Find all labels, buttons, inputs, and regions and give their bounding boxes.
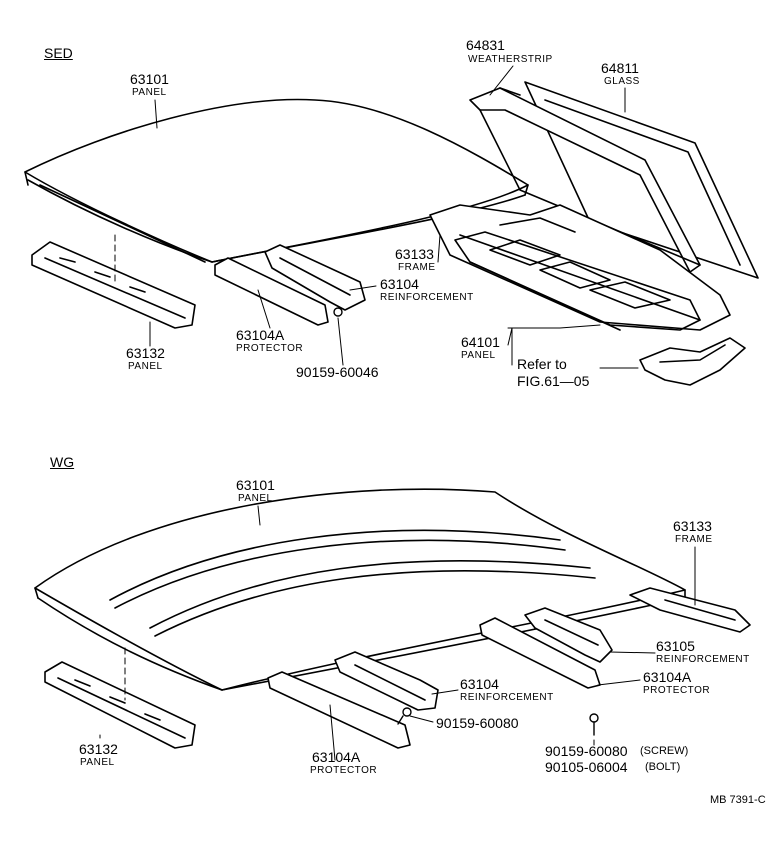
figure-code: MB 7391-C (710, 794, 766, 806)
wg-63101-number: 63101 (236, 477, 275, 493)
sed-63104-number: 63104 (380, 276, 419, 292)
wg-63132-name: PANEL (80, 757, 115, 768)
sed-panel-64101 (454, 231, 701, 331)
wg-63104A-left-number: 63104A (312, 749, 361, 765)
sed-63104-name: REINFORCEMENT (380, 292, 474, 303)
wg-63101-name: PANEL (238, 493, 273, 504)
wg-bolt-note: (BOLT) (645, 761, 681, 773)
section-title-wg: WG (50, 454, 75, 470)
sed-bolt-number: 90159-60046 (296, 364, 379, 380)
sed-64101-number: 64101 (461, 334, 500, 350)
wg-frame (629, 587, 751, 633)
sed-leaders (114, 65, 639, 369)
wg-reinforcement-63104 (334, 651, 439, 711)
wg-leaders (99, 505, 696, 761)
wg-63104A-right-number: 63104A (643, 669, 692, 685)
wg-63133-name: FRAME (675, 534, 713, 545)
sed-frame (429, 204, 731, 331)
wg-63132-number: 63132 (79, 741, 118, 757)
wg-roof-panel (34, 488, 686, 691)
sed-63133-number: 63133 (395, 246, 434, 262)
wg-bolt-number: 90105-06004 (545, 759, 628, 775)
sed-63101-number: 63101 (130, 71, 169, 87)
sed-bolt (333, 307, 343, 317)
sed-63132-name: PANEL (128, 361, 163, 372)
sed-panel-63132 (31, 241, 196, 329)
wg-63133-number: 63133 (673, 518, 712, 534)
sed-ref-part (639, 337, 746, 386)
sed-64831-name: WEATHERSTRIP (468, 54, 553, 65)
wg-63104A-right-name: PROTECTOR (643, 685, 711, 696)
wg-screw2-note: (SCREW) (640, 745, 689, 757)
wg-panel-63132 (44, 661, 196, 749)
wg-protector-left (267, 671, 411, 749)
wg-reinforcement-63105 (524, 607, 613, 663)
wg-screws (397, 707, 599, 736)
section-title-sed: SED (44, 45, 73, 61)
wg-screw1-number: 90159-60080 (436, 715, 519, 731)
sed-refer-line1: Refer to (517, 356, 567, 372)
sed-63101-name: PANEL (132, 87, 167, 98)
sed-63104A-number: 63104A (236, 327, 285, 343)
sed-63104A-name: PROTECTOR (236, 343, 304, 354)
sed-roof-panel (24, 98, 529, 263)
sed-63132-number: 63132 (126, 345, 165, 361)
wg-63104-number: 63104 (460, 676, 499, 692)
sed-protector (214, 257, 329, 326)
sed-64101-name: PANEL (461, 350, 496, 361)
sed-reinforcement (264, 244, 366, 311)
wg-63104A-left-name: PROTECTOR (310, 765, 378, 776)
wg-63105-name: REINFORCEMENT (656, 654, 750, 665)
sed-64811-name: GLASS (604, 76, 640, 87)
wg-screw2-number: 90159-60080 (545, 743, 628, 759)
wg-63105-number: 63105 (656, 638, 695, 654)
sed-64811-number: 64811 (601, 60, 639, 76)
sed-64831-number: 64831 (466, 37, 505, 53)
sed-63133-name: FRAME (398, 262, 436, 273)
wg-63104-name: REINFORCEMENT (460, 692, 554, 703)
sed-refer-line2: FIG.61—05 (517, 373, 590, 389)
